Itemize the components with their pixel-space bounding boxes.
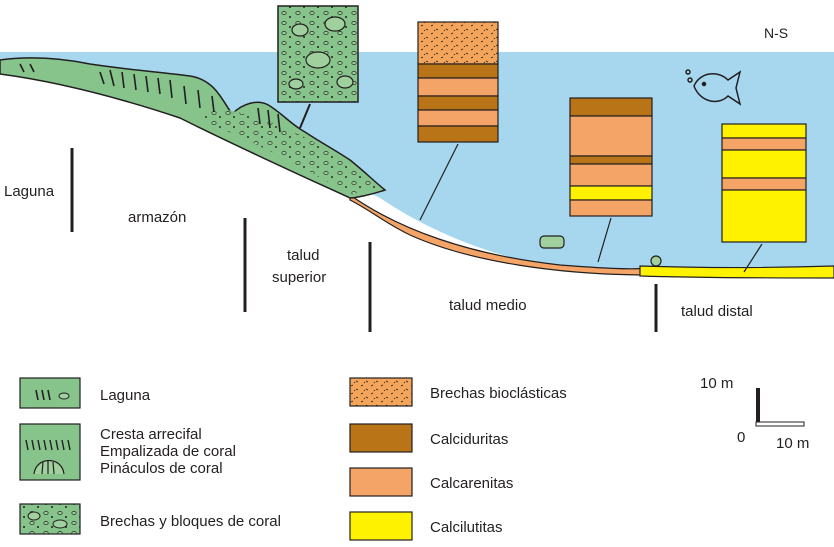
zone-label-talud-distal: talud distal (681, 303, 753, 320)
legend-right: Brechas bioclásticas Calciduritas Calcar… (349, 377, 567, 541)
core-column-3 (721, 123, 807, 273)
reef-rubble (200, 108, 380, 195)
reef-body (0, 57, 387, 199)
zone-separators (70, 148, 658, 332)
distal-boulder (650, 255, 662, 267)
legend-swatch-calcarenitas (349, 467, 413, 497)
slope-boulder (539, 235, 565, 249)
zone-label-laguna: Laguna (4, 183, 55, 200)
legend-label-calcilutitas: Calcilutitas (430, 519, 503, 536)
core-column-1 (417, 21, 499, 221)
legend-swatch-cresta (19, 423, 81, 481)
legend-swatch-brechas-bioclasticas (349, 377, 413, 407)
scale-origin-label: 0 (737, 429, 745, 446)
legend-label-cresta-2: Empalizada de coral (100, 443, 236, 460)
legend-left: Laguna Cresta arrecifal Empalizada de co… (19, 377, 281, 535)
legend-swatch-brechas-coral (19, 503, 81, 535)
legend-swatch-calciduritas (349, 423, 413, 453)
legend-label-calcarenitas: Calcarenitas (430, 475, 513, 492)
core-column-2 (569, 97, 653, 263)
zone-label-talud-superior-1: talud (287, 247, 320, 264)
zone-label-talud-medio: talud medio (449, 297, 527, 314)
zone-label-talud-superior-2: superior (272, 269, 326, 286)
legend-label-calciduritas: Calciduritas (430, 431, 508, 448)
legend-label-laguna: Laguna (100, 387, 151, 404)
slope-calcilutitas (639, 265, 834, 279)
legend-label-brechas-coral: Brechas y bloques de coral (100, 513, 281, 530)
scale-bar: 10 m 0 10 m (700, 375, 809, 452)
inset-pointer (299, 103, 311, 129)
fish-icon (685, 69, 742, 106)
legend-label-cresta-3: Pináculos de coral (100, 460, 223, 477)
orientation-label: N-S (764, 25, 788, 41)
coral-crest-strokes (19, 63, 281, 133)
legend-swatch-calcilutitas (349, 511, 413, 541)
legend-swatch-laguna (19, 377, 81, 409)
scale-horizontal-label: 10 m (776, 435, 809, 452)
zone-label-armazon: armazón (128, 209, 186, 226)
legend-label-brechas-bioclasticas: Brechas bioclásticas (430, 385, 567, 402)
scale-vertical-label: 10 m (700, 375, 733, 392)
legend-label-cresta-1: Cresta arrecifal (100, 426, 202, 443)
